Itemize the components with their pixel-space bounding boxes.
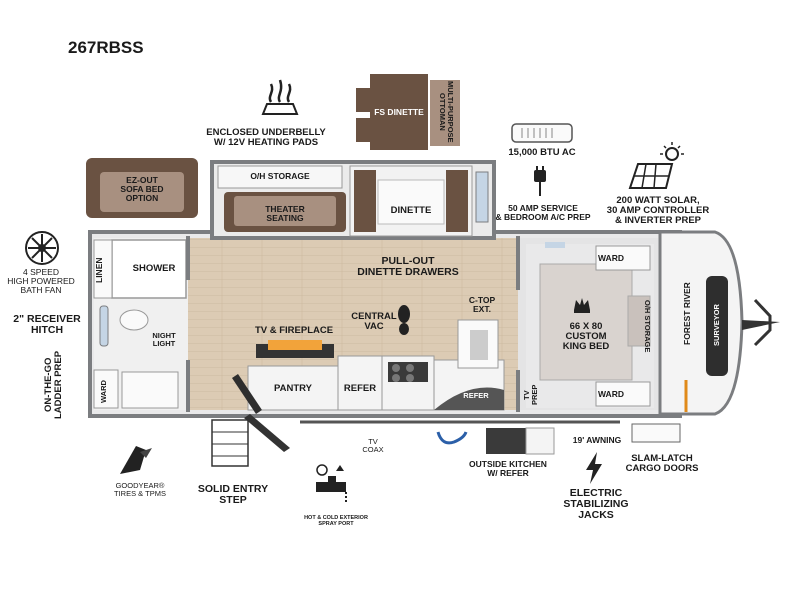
entry-step [211,374,290,467]
rear-bath [93,238,188,410]
sofa-bed-option [86,158,198,218]
tv-coax-label: TV COAX [362,437,384,454]
refer-label: REFER [343,383,377,394]
entry-step-label: SOLID ENTRY STEP [197,483,269,507]
cargo-doors-label: SLAM-LATCH CARGO DOORS [625,453,699,474]
enclosed-underbelly-label: ENCLOSED UNDERBELLY W/ 12V HEATING PADS [206,127,326,148]
oh-storage-top-label: O/H STORAGE [250,171,310,181]
kitchen [247,319,505,411]
ac-label: 15,000 BTU AC [508,147,576,158]
bath-fan-label: 4 SPEED HIGH POWERED BATH FAN [7,267,75,295]
oh-storage-bed-label: O/H STORAGE [642,299,652,353]
ladder-prep-label: ON-THE-GO LADDER PREP [43,350,64,420]
ctop-ext-label: C-TOP EXT. [468,295,496,314]
ward-bottom-label: WARD [598,389,624,399]
linen-label: LINEN [94,257,104,283]
heat-pad-icon [261,79,299,115]
solar-panel-icon [628,142,684,189]
plug-icon [534,166,546,196]
outside-kitchen-unit [486,427,555,455]
bedroom [526,242,654,408]
awning-label: 19' AWNING [572,435,622,445]
goodyear-label: GOODYEAR® TIRES & TPMS [114,481,166,498]
brand-label: FOREST RIVER [682,282,692,346]
refer-small-label: REFER [463,391,489,400]
king-bed-label: 66 X 80 CUSTOM KING BED [562,321,610,352]
fs-dinette-label: FS DINETTE [374,107,424,117]
night-light-label: NIGHT LIGHT [152,331,176,348]
ac-unit-icon [511,123,573,143]
theater-seating-label: THEATER SEATING [265,204,305,223]
cargo-door [631,423,681,443]
ward-top-label: WARD [598,253,624,263]
lightning-icon [586,452,602,484]
shower-label: SHOWER [132,263,176,274]
crown-icon [574,298,590,313]
receiver-hitch-label: 2" RECEIVER HITCH [13,313,81,337]
model-title: 267RBSS [68,38,144,57]
ward-rear-label: WARD [99,380,108,404]
tire-icon [120,446,152,474]
dinette-label: DINETTE [390,205,432,216]
fan-icon [25,231,59,265]
tv-prep-label: TV PREP [522,384,539,406]
interior-walls [186,236,520,412]
pantry-label: PANTRY [274,383,312,394]
solar-label: 200 WATT SOLAR, 30 AMP CONTROLLER & INVE… [606,195,710,226]
tv-fireplace-label: TV & FIREPLACE [254,325,334,336]
amp-service-label: 50 AMP SERVICE & BEDROOM A/C PREP [495,203,591,222]
hose-icon [436,431,468,445]
central-vac-label: CENTRAL VAC [351,311,397,332]
sofa-bed-label: EZ-OUT SOFA BED OPTION [120,175,164,203]
fs-dinette-option [356,74,460,150]
stabilizing-jacks-label: ELECTRIC STABILIZING JACKS [563,487,629,522]
spray-port-label: HOT & COLD EXTERIOR SPRAY PORT [304,515,368,527]
pullout-drawers-label: PULL-OUT DINETTE DRAWERS [357,255,459,279]
brand-sub-label: SURVEYOR [712,304,721,346]
slide-out-top [210,160,496,240]
ottoman-label: MULTI-PURPOSE OTTOMAN [437,81,455,143]
footprint-icon [398,305,410,335]
outside-kitchen-label: OUTSIDE KITCHEN W/ REFER [469,459,547,478]
spray-port-icon [316,464,347,502]
